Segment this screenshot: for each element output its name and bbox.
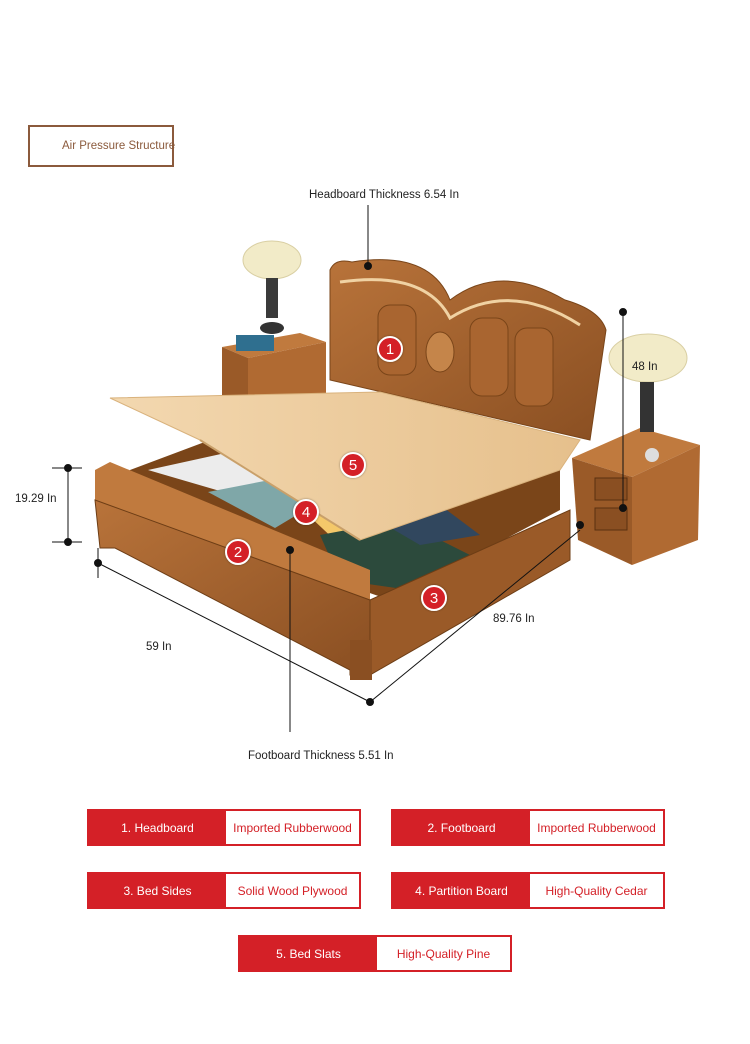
spec-bed-slats: 5. Bed Slats High-Quality Pine: [238, 935, 512, 972]
structure-label: Air Pressure Structure: [62, 140, 176, 152]
marker-5: 5: [340, 452, 366, 478]
marker-4: 4: [293, 499, 319, 525]
structure-label-box: Air Pressure Structure: [28, 125, 176, 167]
spec-label: 1. Headboard: [89, 811, 226, 844]
spec-bed-sides: 3. Bed Sides Solid Wood Plywood: [87, 872, 361, 909]
spec-partition-board: 4. Partition Board High-Quality Cedar: [391, 872, 665, 909]
spec-label: 2. Footboard: [393, 811, 530, 844]
spec-label: 4. Partition Board: [393, 874, 530, 907]
spec-value: Imported Rubberwood: [530, 811, 663, 844]
spec-value: High-Quality Cedar: [530, 874, 663, 907]
marker-3: 3: [421, 585, 447, 611]
length-label: 89.76 In: [493, 613, 535, 625]
bed-height-label: 19.29 In: [15, 493, 57, 505]
marker-1: 1: [377, 336, 403, 362]
dimension-lines: [52, 205, 627, 732]
spec-label: 3. Bed Sides: [89, 874, 226, 907]
marker-2: 2: [225, 539, 251, 565]
left-lamp: [242, 240, 302, 334]
bed-frame: [94, 462, 571, 680]
spec-value: High-Quality Pine: [377, 937, 510, 970]
footboard-thickness-label: Footboard Thickness 5.51 In: [248, 750, 394, 762]
spec-label: 5. Bed Slats: [240, 937, 377, 970]
width-label: 59 In: [146, 641, 172, 653]
spec-headboard: 1. Headboard Imported Rubberwood: [87, 809, 361, 846]
right-nightstand: [572, 428, 700, 565]
nightstand-height-label: 48 In: [632, 361, 658, 373]
spec-value: Solid Wood Plywood: [226, 874, 359, 907]
headboard-thickness-label: Headboard Thickness 6.54 In: [309, 189, 460, 201]
bed-illustration: [52, 205, 700, 732]
right-lamp: [608, 333, 688, 462]
spec-value: Imported Rubberwood: [226, 811, 359, 844]
spec-footboard: 2. Footboard Imported Rubberwood: [391, 809, 665, 846]
